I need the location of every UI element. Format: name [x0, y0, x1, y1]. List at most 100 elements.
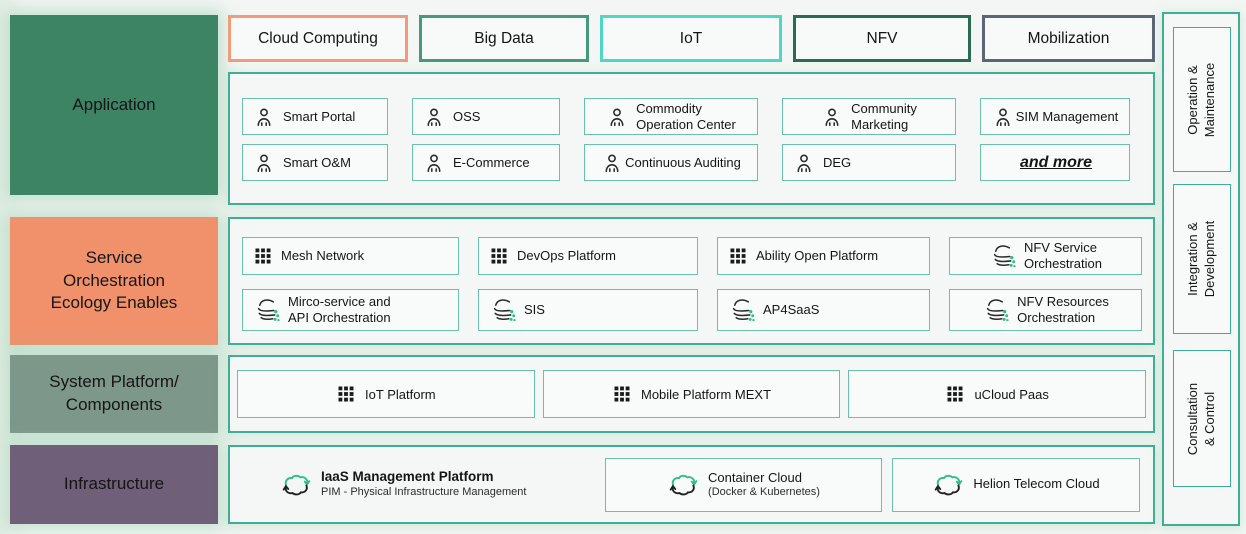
tab-label: Mobilization [1027, 29, 1110, 47]
infra-item-title: IaaS Management Platform [321, 469, 494, 485]
grid-icon [728, 246, 748, 266]
vertical-label: Integration & Development [1185, 220, 1217, 298]
svc-item-nfv-resources-orchestration: NFV Resources Orchestration [949, 289, 1142, 331]
person-icon [793, 152, 815, 174]
infra-item-subtitle: (Docker & Kubernetes) [708, 485, 820, 498]
grid-icon [945, 384, 965, 404]
svc-item-sis: SIS [478, 289, 698, 331]
svc-item-mesh-network: Mesh Network [242, 237, 459, 275]
item-label: Smart O&M [283, 154, 351, 170]
app-item-smart-om: Smart O&M [242, 144, 388, 181]
item-label: SIS [524, 302, 545, 318]
service-mesh-icon [728, 297, 755, 324]
app-item-sim-management: SIM Management [980, 98, 1130, 135]
tab-mobilization: Mobilization [982, 15, 1155, 62]
service-mesh-icon [489, 297, 516, 324]
person-icon [253, 152, 275, 174]
svc-item-nfv-service-orchestration: NFV Service Orchestration [949, 237, 1142, 275]
person-icon [606, 106, 628, 128]
person-icon [423, 106, 445, 128]
app-item-e-commerce: E-Commerce [412, 144, 560, 181]
infra-item-helion-telecom-cloud: Helion Telecom Cloud [892, 457, 1140, 512]
person-icon [253, 106, 275, 128]
service-mesh-icon [253, 297, 280, 324]
item-label: and more [1019, 153, 1092, 171]
grid-icon [489, 246, 509, 266]
layer-label-text: System Platform/ Components [49, 372, 179, 414]
tab-big-data: Big Data [419, 15, 589, 62]
item-label: OSS [453, 108, 481, 124]
sidebar-box-operation-maintenance: Operation & Maintenance [1173, 27, 1231, 172]
item-label: Commodity Operation Center [636, 100, 736, 132]
svc-item-mirco-service-api-orchestration: Mirco-service and API Orchestration [242, 289, 459, 331]
layer-label-service-orchestration: Service Orchestration Ecology Enables [10, 217, 218, 345]
service-mesh-icon [982, 297, 1009, 324]
item-label: Continuous Auditing [625, 154, 741, 170]
infrastructure-section: IaaS Management Platform PIM - Physical … [228, 445, 1155, 524]
layer-label-text: Service Orchestration Ecology Enables [50, 247, 178, 313]
layer-label-text: Infrastructure [63, 474, 165, 494]
item-label: AP4SaaS [763, 302, 820, 318]
infra-item-subtitle: PIM - Physical Infrastructure Management [321, 486, 527, 499]
item-label: DEG [823, 154, 852, 170]
app-item-commodity-operation-center: Commodity Operation Center [584, 98, 758, 135]
app-item-continuous-auditing: Continuous Auditing [584, 144, 758, 181]
person-icon [821, 106, 843, 128]
app-item-deg: DEG [782, 144, 956, 181]
system-platform-section: IoT Platform Mobile Platform MEXT uCloud… [228, 355, 1155, 433]
tab-label: IoT [679, 29, 703, 47]
tab-label: NFV [866, 29, 898, 47]
platform-item-ucloud-paas: uCloud Paas [848, 370, 1147, 418]
item-label: SIM Management [1015, 108, 1119, 124]
tab-nfv: NFV [793, 15, 971, 62]
tab-label: Cloud Computing [258, 29, 378, 47]
infra-item-title: Container Cloud [708, 469, 802, 485]
item-label: Community Marketing [851, 100, 917, 132]
infra-item-container-cloud: Container Cloud (Docker & Kubernetes) [605, 457, 882, 512]
tab-label: Big Data [474, 29, 534, 47]
sidebar-box-integration-development: Integration & Development [1173, 184, 1231, 334]
tab-iot: IoT [600, 15, 782, 62]
app-item-community-marketing: Community Marketing [782, 98, 956, 135]
vertical-label: Consultation & Control [1185, 382, 1217, 455]
app-item-smart-portal: Smart Portal [242, 98, 388, 135]
svc-item-ap4saas: AP4SaaS [717, 289, 930, 331]
grid-icon [253, 246, 273, 266]
layer-label-text: Application [72, 94, 156, 114]
cloud-sync-icon [932, 472, 964, 498]
person-icon [601, 152, 623, 174]
service-mesh-icon [989, 243, 1016, 270]
item-label: DevOps Platform [517, 248, 616, 264]
cloud-sync-icon [667, 472, 699, 498]
infra-item-title: Helion Telecom Cloud [973, 476, 1100, 492]
item-label: Mesh Network [281, 248, 365, 264]
sidebar-box-consultation-control: Consultation & Control [1173, 350, 1231, 487]
item-label: uCloud Paas [974, 386, 1049, 402]
item-label: NFV Service Orchestration [1023, 240, 1103, 271]
grid-icon [612, 384, 632, 404]
item-label: Smart Portal [283, 108, 356, 124]
person-icon [423, 152, 445, 174]
svc-item-ability-open-platform: Ability Open Platform [717, 237, 930, 275]
item-label: NFV Resources Orchestration [1017, 294, 1109, 325]
item-label: IoT Platform [365, 386, 436, 402]
infra-item-iaas-management-platform: IaaS Management Platform PIM - Physical … [280, 458, 595, 512]
app-item-and-more: and more [980, 144, 1130, 181]
layer-label-system-platform: System Platform/ Components [10, 355, 218, 433]
vertical-label: Operation & Maintenance [1185, 62, 1217, 137]
app-item-oss: OSS [412, 98, 560, 135]
cloud-sync-icon [280, 472, 312, 498]
item-label: Mirco-service and API Orchestration [288, 294, 391, 325]
platform-item-mobile-platform-mext: Mobile Platform MEXT [542, 370, 841, 418]
service-orchestration-section: Mesh Network DevOps Platform Ability Ope… [228, 217, 1155, 345]
item-label: Mobile Platform MEXT [640, 386, 772, 402]
item-label: E-Commerce [453, 154, 530, 170]
layer-label-application: Application [10, 15, 218, 195]
application-section: Smart Portal OSS Commodity Operation Cen… [228, 72, 1155, 205]
tab-cloud-computing: Cloud Computing [228, 15, 408, 62]
item-label: Ability Open Platform [756, 248, 879, 264]
lifecycle-sidebar: Operation & Maintenance Integration & De… [1162, 12, 1240, 526]
grid-icon [336, 384, 356, 404]
svc-item-devops-platform: DevOps Platform [478, 237, 698, 275]
